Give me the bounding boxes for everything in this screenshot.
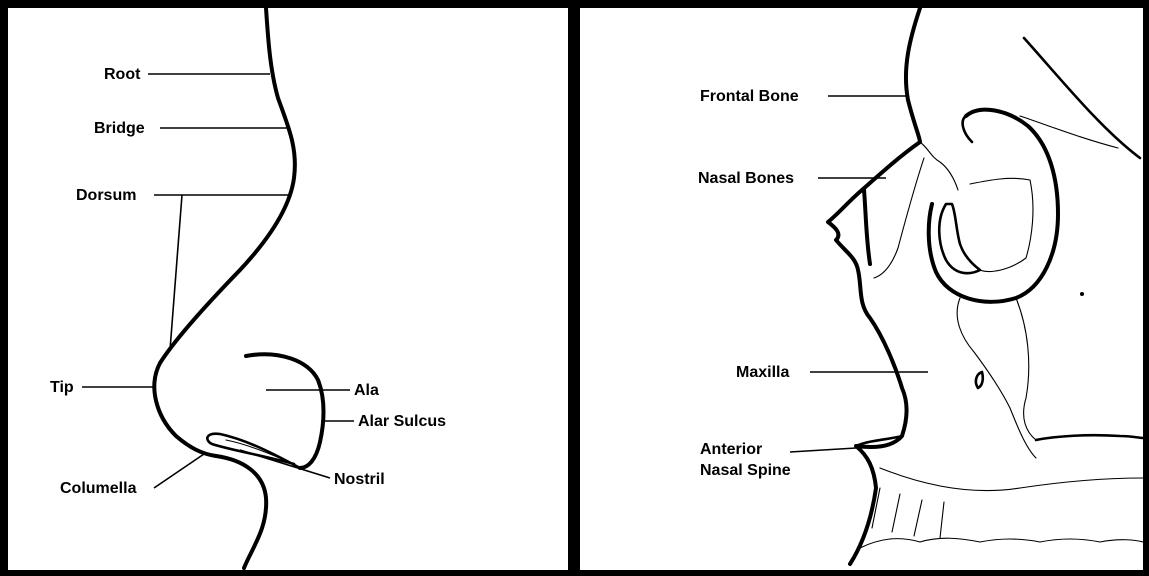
- nose-profile-panel: Root Bridge Dorsum Tip Columella Ala Ala…: [8, 8, 568, 570]
- lacrimal-fold: [939, 204, 980, 273]
- columella-label: Columella: [60, 480, 137, 497]
- frontonasal-suture: [920, 142, 958, 190]
- tip-label: Tip: [50, 379, 74, 396]
- nostril-shape: [207, 434, 300, 468]
- upper-lip-outline: [216, 456, 266, 568]
- maxilla-label: Maxilla: [736, 364, 789, 381]
- nasal-spine-label: Nasal Spine: [700, 462, 791, 479]
- zygomatic-arch: [1036, 435, 1143, 440]
- orbit-rim-inner: [963, 116, 972, 142]
- ala-outline: [246, 354, 324, 468]
- orbit-suture: [970, 178, 1033, 271]
- nostril-label: Nostril: [334, 471, 385, 488]
- dorsum-label: Dorsum: [76, 187, 136, 204]
- infraorbital-foramen: [976, 372, 983, 388]
- maxilla-lower-edge: [880, 468, 1143, 491]
- nasomaxillary-suture: [874, 158, 924, 278]
- nasal-bone-edge: [864, 190, 870, 264]
- root-label: Root: [104, 66, 141, 83]
- alar-sulcus-label: Alar Sulcus: [358, 413, 446, 430]
- zygomatic-suture: [1016, 298, 1036, 440]
- skull-profile-outline: [828, 8, 920, 564]
- frontal-bone-label: Frontal Bone: [700, 88, 799, 105]
- small-foramen: [1080, 292, 1084, 296]
- tooth-root-lines: [872, 488, 944, 538]
- nose-profile-outline: [154, 8, 295, 456]
- ala-label: Ala: [354, 382, 379, 399]
- skull-panel: Frontal Bone Nasal Bones Maxilla Anterio…: [580, 8, 1143, 570]
- anterior-label: Anterior: [700, 441, 762, 458]
- bridge-label: Bridge: [94, 120, 145, 137]
- skull-illustration: Frontal Bone Nasal Bones Maxilla Anterio…: [580, 8, 1143, 570]
- orbit-rim-outer: [929, 110, 1058, 302]
- nasal-bones-label: Nasal Bones: [698, 170, 794, 187]
- nose-profile-illustration: Root Bridge Dorsum Tip Columella Ala Ala…: [8, 8, 568, 570]
- dorsum-leader-drop: [170, 195, 182, 350]
- columella-leader: [154, 454, 204, 488]
- anterior-nasal-spine-leader: [790, 448, 856, 452]
- teeth-line: [860, 538, 1143, 548]
